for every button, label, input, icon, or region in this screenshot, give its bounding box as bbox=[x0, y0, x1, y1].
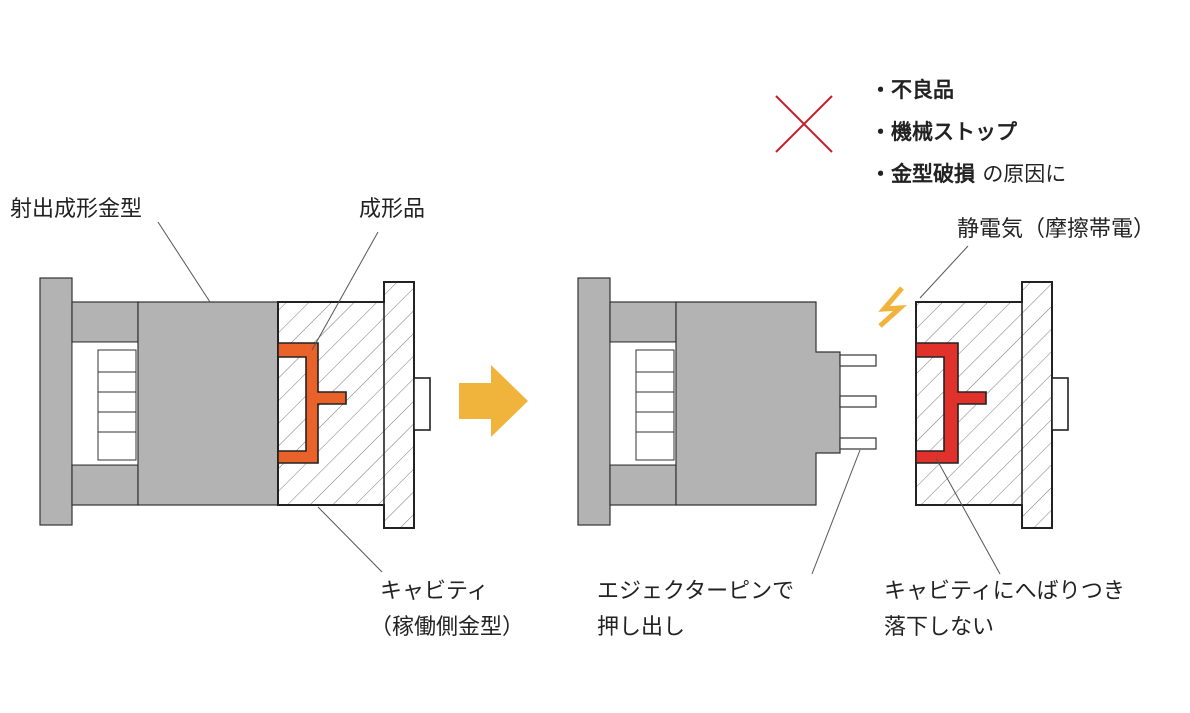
ejector-leader bbox=[811, 449, 861, 575]
label-stick-1: キャビティにへばりつき bbox=[884, 579, 1125, 604]
right-nozzle bbox=[1051, 377, 1069, 431]
ejector-pin-1 bbox=[839, 354, 877, 367]
label-ejector-2: 押し出し bbox=[597, 615, 686, 640]
stick-leader bbox=[935, 457, 1001, 575]
cavity-leader bbox=[317, 506, 383, 573]
bullet-suffix: の原因に bbox=[982, 162, 1067, 186]
bullet-item-machine-stop: ・機械ストップ bbox=[870, 116, 1017, 146]
bullet-text: ・機械ストップ bbox=[870, 120, 1017, 144]
left-molded-part bbox=[277, 342, 347, 464]
right-ejector-plate bbox=[635, 349, 675, 461]
left-lower-rail bbox=[71, 464, 139, 506]
cross-mark-icon bbox=[775, 95, 833, 153]
left-ejector-plate bbox=[97, 349, 137, 461]
left-cavity-block bbox=[277, 281, 415, 529]
right-mold bbox=[577, 277, 1069, 529]
mold-leader bbox=[157, 221, 211, 303]
left-mold bbox=[39, 277, 431, 529]
right-lower-rail bbox=[609, 464, 677, 506]
label-cavity-1: キャビティ bbox=[380, 579, 489, 604]
right-molded-part bbox=[915, 342, 987, 464]
left-back-plate bbox=[39, 277, 73, 526]
left-core-block bbox=[137, 301, 279, 506]
static-spark-icon bbox=[878, 286, 908, 328]
part-leader bbox=[311, 231, 379, 351]
label-ejector-1: エジェクターピンで bbox=[597, 579, 795, 604]
ejector-pin-3 bbox=[839, 437, 877, 450]
right-cavity-block bbox=[915, 281, 1053, 529]
label-static: 静電気（摩擦帯電） bbox=[957, 217, 1156, 242]
right-upper-rail bbox=[609, 301, 677, 343]
left-nozzle bbox=[413, 377, 431, 431]
ejector-pin-2 bbox=[839, 395, 877, 408]
label-mold: 射出成形金型 bbox=[10, 197, 143, 222]
label-cavity-2: （稼働側金型） bbox=[370, 615, 525, 640]
static-leader bbox=[919, 245, 969, 299]
bullet-item-defect: ・不良品 bbox=[870, 74, 954, 104]
right-core-block bbox=[675, 301, 841, 506]
process-arrow bbox=[459, 365, 528, 437]
bullet-item-mold-damage: ・金型破損 の原因に bbox=[870, 158, 1066, 188]
bullet-text: ・不良品 bbox=[870, 78, 954, 102]
right-back-plate bbox=[577, 277, 611, 526]
label-stick-2: 落下しない bbox=[884, 615, 995, 640]
bullet-text: ・金型破損 bbox=[870, 162, 975, 186]
left-upper-rail bbox=[71, 301, 139, 343]
label-molded-part: 成形品 bbox=[359, 197, 426, 222]
